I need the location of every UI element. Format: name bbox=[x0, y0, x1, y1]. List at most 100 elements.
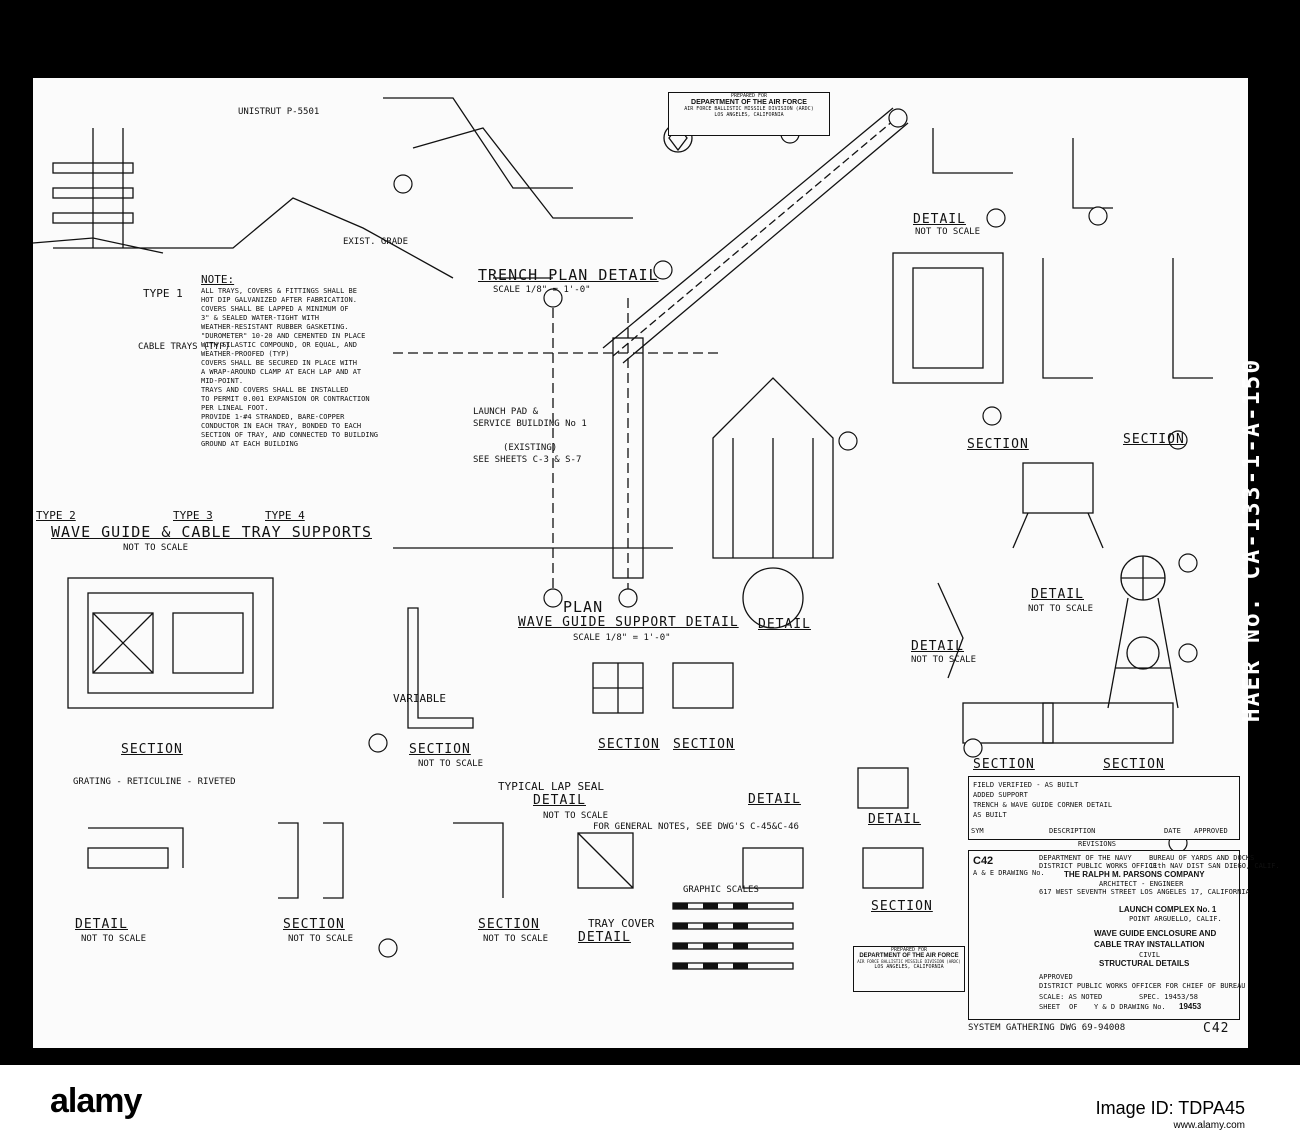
drawing-title-3: STRUCTURAL DETAILS bbox=[1099, 959, 1190, 968]
type3-label: TYPE 3 bbox=[173, 509, 213, 522]
note-title: NOTE: bbox=[201, 273, 235, 286]
civil-label: CIVIL bbox=[1139, 951, 1161, 959]
project-name: LAUNCH COMPLEX No. 1 bbox=[1119, 905, 1217, 914]
section-bottom-4: SECTION bbox=[871, 899, 933, 914]
note-line: GROUND AT EACH BUILDING bbox=[201, 440, 298, 448]
existing-label: (EXISTING) bbox=[503, 443, 558, 453]
rev-col-approved: APPROVED bbox=[1194, 827, 1228, 835]
note-line: "DUROMETER" 10-20 AND CEMENTED IN PLACE bbox=[201, 332, 366, 340]
note-line: WEATHER-PROOFED (TYP) bbox=[201, 350, 290, 358]
detail-11-title: DETAIL bbox=[868, 812, 921, 827]
air-force-stamp-top: PREPARED FOR DEPARTMENT OF THE AIR FORCE… bbox=[668, 92, 830, 136]
spec-value: SPEC. 19453/58 bbox=[1139, 993, 1199, 1001]
note-line: A WRAP-AROUND CLAMP AT EACH LAP AND AT bbox=[201, 368, 362, 376]
type4-label: TYPE 4 bbox=[265, 509, 305, 522]
air-force-stamp-bottom: PREPARED FOR DEPARTMENT OF THE AIR FORCE… bbox=[853, 946, 965, 992]
stamp-city: LOS ANGELES, CALIFORNIA bbox=[714, 112, 784, 118]
drawing-title-2: CABLE TRAY INSTALLATION bbox=[1094, 940, 1205, 949]
approved-label: APPROVED bbox=[1039, 973, 1073, 981]
detail-8-scale: NOT TO SCALE bbox=[915, 227, 981, 237]
section-bottom-2-scale: NOT TO SCALE bbox=[288, 934, 354, 944]
section-c-title: SECTION bbox=[1103, 757, 1165, 772]
rev-col-description: DESCRIPTION bbox=[1049, 827, 1096, 835]
section-a-title: SECTION bbox=[121, 742, 183, 757]
detail-8-title: DETAIL bbox=[913, 212, 966, 227]
detail-10-title: DETAIL bbox=[911, 639, 964, 654]
section-d-title: SECTION bbox=[1123, 432, 1185, 447]
rev-row: TRENCH & WAVE GUIDE CORNER DETAIL bbox=[973, 801, 1113, 809]
drawing-title-1: WAVE GUIDE ENCLOSURE AND bbox=[1094, 929, 1217, 938]
note-line: SECTION OF TRAY, AND CONNECTED TO BUILDI… bbox=[201, 431, 379, 439]
graphic-scales-label: GRAPHIC SCALES bbox=[683, 885, 759, 895]
wg-support-detail-title: WAVE GUIDE SUPPORT DETAIL bbox=[518, 615, 739, 630]
stamp-division: AIR FORCE BALLISTIC MISSILE DIVISION (AR… bbox=[857, 959, 961, 964]
detail-12-title: DETAIL bbox=[748, 792, 801, 807]
detail-7-title: DETAIL bbox=[758, 617, 811, 632]
revisions-label: REVISIONS bbox=[1078, 840, 1116, 848]
drawing-linework bbox=[32, 97, 1213, 970]
detail-bottom-1: DETAIL bbox=[75, 917, 128, 932]
note-line: MID-POINT. bbox=[201, 377, 244, 385]
firm-name: THE RALPH M. PARSONS COMPANY bbox=[1064, 870, 1205, 879]
detail-bottom-1-scale: NOT TO SCALE bbox=[81, 934, 147, 944]
note-line: COVERS SHALL BE LAPPED A MINIMUM OF bbox=[201, 305, 349, 313]
rev-row: ADDED SUPPORT bbox=[973, 791, 1028, 799]
district-label: DISTRICT PUBLIC WORKS OFFICE bbox=[1039, 862, 1158, 870]
type1-label: TYPE 1 bbox=[143, 287, 183, 300]
variable-label: VARIABLE bbox=[393, 692, 446, 705]
section-h-title: SECTION bbox=[598, 737, 660, 752]
general-notes-label: FOR GENERAL NOTES, SEE DWG'S C-45&C-46 bbox=[593, 822, 799, 832]
stamp-dept: DEPARTMENT OF THE AIR FORCE bbox=[859, 953, 959, 959]
note-line: CONDUCTOR IN EACH TRAY, BONDED TO EACH bbox=[201, 422, 362, 430]
section-bottom-3-scale: NOT TO SCALE bbox=[483, 934, 549, 944]
stamp-prepared: PREPARED FOR bbox=[890, 947, 928, 953]
yd-drawing-value: 19453 bbox=[1179, 1002, 1202, 1011]
note-line: HOT DIP GALVANIZED AFTER FABRICATION. bbox=[201, 296, 357, 304]
trench-plan-title: TRENCH PLAN DETAIL bbox=[478, 266, 659, 284]
unistrut-label: UNISTRUT P-5501 bbox=[238, 107, 320, 117]
note-line: TO PERMIT 0.001 EXPANSION OR CONTRACTION bbox=[201, 395, 370, 403]
wg-support-detail-scale: SCALE 1/8" = 1'-0" bbox=[573, 633, 671, 643]
section-g-title: SECTION bbox=[673, 737, 735, 752]
project-location: POINT ARGUELLO, CALIF. bbox=[1129, 915, 1222, 923]
district-addr: 11th NAV DIST SAN DIEGO, CALIF. bbox=[1149, 862, 1280, 870]
revisions-block: FIELD VERIFIED - AS BUILT ADDED SUPPORT … bbox=[968, 776, 1240, 840]
section-bottom-2: SECTION bbox=[283, 917, 345, 932]
note-line: WEATHER-RESISTANT RUBBER GASKETING. bbox=[201, 323, 349, 331]
of-label: OF bbox=[1069, 1003, 1078, 1011]
title-block: C42 A & E DRAWING No. DEPARTMENT OF THE … bbox=[968, 850, 1280, 1020]
drawing-number-label: C42 bbox=[973, 855, 994, 867]
stamp-dept: DEPARTMENT OF THE AIR FORCE bbox=[691, 99, 807, 106]
wg-supports-title: WAVE GUIDE & CABLE TRAY SUPPORTS bbox=[51, 523, 372, 541]
sheet-label: SHEET bbox=[1039, 1003, 1061, 1011]
note-line: PER LINEAL FOOT. bbox=[201, 404, 269, 412]
service-building-label: SERVICE BUILDING No 1 bbox=[473, 419, 587, 429]
watermark-brand: alamy bbox=[50, 1082, 142, 1120]
rev-col-date: DATE bbox=[1164, 827, 1181, 835]
section-bottom-3: SECTION bbox=[478, 917, 540, 932]
haer-number-label: HAER No. CA-133-1-A-150 bbox=[1239, 357, 1265, 723]
typical-lap-scale: NOT TO SCALE bbox=[543, 811, 609, 821]
yd-drawing-label: Y & D DRAWING No. bbox=[1094, 1003, 1166, 1011]
section-f-title: SECTION bbox=[973, 757, 1035, 772]
grating-label: GRATING - RETICULINE - RIVETED bbox=[73, 777, 236, 787]
firm-role: ARCHITECT - ENGINEER bbox=[1099, 880, 1184, 888]
note-line: 3" & SEALED WATER-TIGHT WITH bbox=[201, 314, 320, 322]
see-sheets-label: SEE SHEETS C-3 & S-7 bbox=[473, 455, 582, 465]
typical-lap-title: TYPICAL LAP SEAL bbox=[498, 780, 604, 793]
detail-9-scale: NOT TO SCALE bbox=[1028, 604, 1094, 614]
rev-col-sym: SYM bbox=[971, 827, 984, 835]
scale-value: SCALE: AS NOTED bbox=[1039, 993, 1103, 1001]
launch-pad-label: LAUNCH PAD & bbox=[473, 407, 539, 417]
note-line: WITH SILASTIC COMPOUND, OR EQUAL, AND bbox=[201, 341, 357, 349]
watermark-image-id: Image ID: TDPA45 bbox=[1095, 1098, 1245, 1118]
ae-drawing-label: A & E DRAWING No. bbox=[973, 869, 1045, 877]
detail-9-title: DETAIL bbox=[1031, 587, 1084, 602]
general-note-block: ALL TRAYS, COVERS & FITTINGS SHALL BE HO… bbox=[201, 288, 431, 450]
watermark-url: www.alamy.com bbox=[1173, 1120, 1246, 1131]
detail-10-scale: NOT TO SCALE bbox=[911, 655, 977, 665]
exist-grade-label: EXIST. GRADE bbox=[343, 237, 409, 247]
typical-lap-detail: DETAIL bbox=[533, 793, 586, 808]
engineering-drawing-sheet: PREPARED FOR DEPARTMENT OF THE AIR FORCE… bbox=[32, 78, 1280, 1048]
note-line: ALL TRAYS, COVERS & FITTINGS SHALL BE bbox=[201, 287, 357, 295]
